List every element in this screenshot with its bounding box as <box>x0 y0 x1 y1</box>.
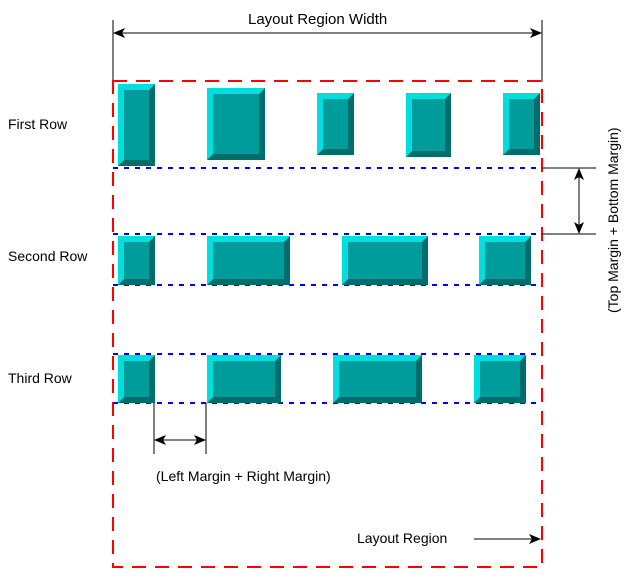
item-face <box>485 242 525 279</box>
item-highlight <box>207 88 265 160</box>
second-row-item-3 <box>342 236 428 285</box>
first-row-item-1 <box>118 84 155 166</box>
second-row-item-1 <box>118 236 155 285</box>
third-row-item-1 <box>118 355 155 403</box>
item-face <box>124 361 149 397</box>
item-highlight <box>342 236 428 285</box>
first-row-label: First Row <box>8 116 68 132</box>
first-row-item-5 <box>503 93 540 155</box>
item-face <box>323 99 348 149</box>
vertical-margin-label: (Top Margin + Bottom Margin) <box>605 127 621 313</box>
layout-region-border <box>112 80 543 568</box>
item-highlight <box>118 355 155 403</box>
item-highlight <box>207 236 290 285</box>
third-row-item-4 <box>474 355 526 403</box>
layout-region-width-label: Layout Region Width <box>248 11 388 28</box>
first-row-item-2 <box>207 88 265 160</box>
second-row-label: Second Row <box>8 248 88 264</box>
item-face <box>480 361 520 397</box>
item-highlight <box>333 355 422 403</box>
item-highlight <box>406 93 451 157</box>
third-row-label: Third Row <box>8 370 72 386</box>
item-face <box>124 90 149 160</box>
third-row-item-3 <box>333 355 422 403</box>
second-row-item-2 <box>207 236 290 285</box>
first-row-item-3 <box>317 93 354 155</box>
item-highlight <box>479 236 531 285</box>
item-highlight <box>207 355 281 403</box>
item-highlight <box>317 93 354 155</box>
item-face <box>213 94 259 154</box>
item-face <box>213 242 284 279</box>
second-row-item-4 <box>479 236 531 285</box>
item-face <box>124 242 149 279</box>
third-row-item-2 <box>207 355 281 403</box>
item-face <box>509 99 534 149</box>
item-face <box>213 361 275 397</box>
item-highlight <box>503 93 540 155</box>
item-highlight <box>118 236 155 285</box>
first-row-item-4 <box>406 93 451 157</box>
item-highlight <box>118 84 155 166</box>
item-face <box>412 99 445 151</box>
item-face <box>348 242 422 279</box>
layout-items <box>118 84 540 403</box>
layout-region-label: Layout Region <box>357 530 448 546</box>
item-highlight <box>474 355 526 403</box>
horizontal-margin-label: (Left Margin + Right Margin) <box>156 468 331 484</box>
item-face <box>339 361 416 397</box>
